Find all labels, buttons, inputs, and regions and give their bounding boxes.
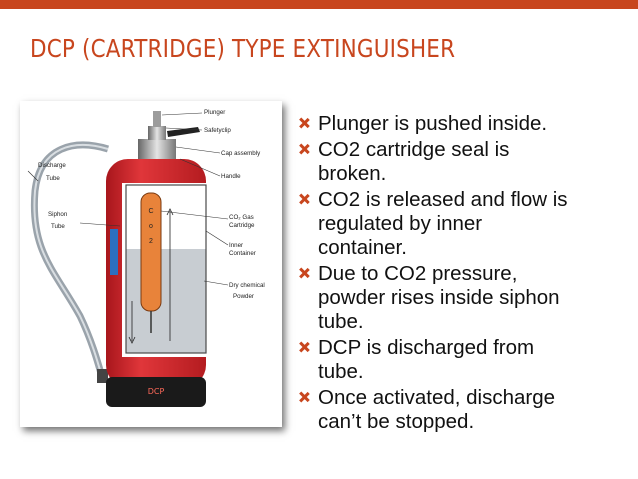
- base-stamp: DCP: [148, 387, 165, 396]
- bullet-text-line: Due to CO2 pressure,: [318, 262, 518, 285]
- x-mark-icon: [299, 144, 309, 154]
- label-discharge: Discharge: [38, 162, 66, 169]
- inner-container: [125, 184, 207, 354]
- bullet-text-line: DCP is discharged from: [318, 336, 535, 359]
- cap-assembly: [138, 139, 176, 159]
- bullet-item: Due to CO2 pressure,powder rises inside …: [296, 262, 636, 334]
- x-mark-icon: [299, 392, 309, 402]
- label-co2-gas: CO₂ Gas: [229, 214, 254, 221]
- leader-lines: [27, 112, 229, 286]
- top-accent-bar: [0, 0, 638, 9]
- bullet-item: Plunger is pushed inside.: [296, 112, 636, 136]
- cartridge-letter-c: C: [148, 208, 153, 215]
- bullet-text-line: CO2 is released and flow is: [318, 188, 568, 211]
- x-mark-icon: [299, 118, 309, 128]
- handle-block: [148, 126, 166, 140]
- flow-arrowhead-down: [128, 336, 136, 344]
- cylinder-base: [106, 377, 206, 407]
- label-siphon: Siphon: [48, 211, 68, 218]
- x-mark-icon: [299, 268, 309, 278]
- bullet-text-line: regulated by inner: [318, 212, 483, 235]
- bullet-text-line: powder rises inside siphon: [318, 286, 560, 309]
- label-inner: Inner: [229, 242, 243, 249]
- bullet-text-line: container.: [318, 236, 407, 259]
- bullet-text-line: Plunger is pushed inside.: [318, 112, 548, 135]
- slide-title: DCP (CARTRIDGE) TYPE EXTINGUISHER: [30, 34, 456, 63]
- bullet-text-line: tube.: [318, 310, 364, 333]
- label-plunger: Plunger: [204, 109, 225, 116]
- label-handle: Handle: [221, 173, 241, 180]
- label-powder: Powder: [233, 293, 254, 300]
- plunger: [153, 111, 161, 127]
- label-container: Container: [229, 250, 256, 257]
- flow-arrowhead-up: [166, 208, 174, 216]
- x-mark-icon: [299, 194, 309, 204]
- label-cartridge: Cartridge: [229, 222, 255, 229]
- label-discharge-tube: Tube: [46, 175, 60, 182]
- extinguisher-illustration: DCP C o 2: [27, 109, 265, 407]
- bullet-text-line: can’t be stopped.: [318, 410, 475, 433]
- bullet-text-line: broken.: [318, 162, 387, 185]
- cartridge-letter-2: 2: [149, 238, 153, 245]
- label-dry-chemical: Dry chemical: [229, 282, 265, 289]
- hose-highlight: [33, 144, 109, 378]
- body-label-stripe: [110, 229, 118, 275]
- label-siphon-tube: Tube: [51, 223, 65, 230]
- extinguisher-diagram: DCP C o 2: [20, 101, 282, 427]
- hose-nozzle: [97, 369, 108, 383]
- dry-powder-fill: [126, 249, 206, 353]
- label-cap-assembly: Cap assembly: [221, 150, 261, 157]
- bullet-text-line: CO2 cartridge seal is: [318, 138, 510, 161]
- bullet-list: Plunger is pushed inside. CO2 cartridge s…: [296, 112, 636, 479]
- bullet-text-line: tube.: [318, 360, 364, 383]
- label-safety-clip: Safetyclip: [204, 127, 231, 134]
- bullet-text-line: Once activated, discharge: [318, 386, 556, 409]
- cartridge-letter-o: o: [149, 223, 153, 230]
- x-mark-icon: [299, 342, 309, 352]
